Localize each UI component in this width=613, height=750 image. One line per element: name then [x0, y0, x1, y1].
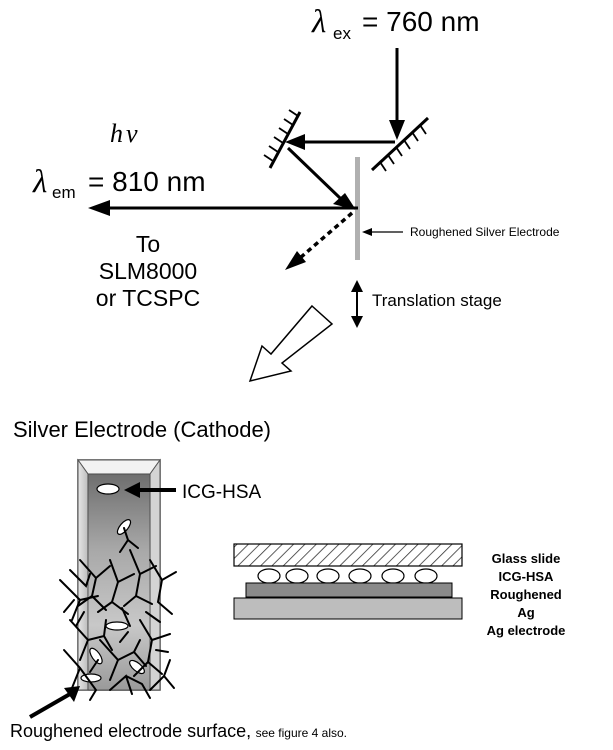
dashed-reflection [285, 211, 354, 270]
roughened-label-line2: Ag [517, 605, 534, 620]
lambda-em-symbol: λ [32, 164, 47, 200]
lambda-em-value: = 810 nm [88, 166, 206, 197]
lambda-ex-subscript: ex [333, 24, 351, 43]
surface-caption-note: see figure 4 also. [256, 726, 347, 740]
electrode-label: Roughened Silver Electrode [410, 225, 560, 239]
nu-symbol: ν [126, 119, 138, 148]
ag-electrode-layer [233, 597, 463, 620]
detector-line-1: To [136, 231, 160, 257]
ag-electrode-label: Ag electrode [487, 623, 566, 638]
reflected-beam [285, 134, 395, 150]
excitation-beam [389, 48, 405, 140]
translation-stage-arrow: Translation stage [351, 280, 502, 328]
icg-hsa-layer-label: ICG-HSA [499, 569, 555, 584]
surface-caption-main: Roughened electrode surface, [10, 721, 251, 741]
cathode-title: Silver Electrode (Cathode) [13, 417, 271, 442]
translation-stage-label: Translation stage [372, 291, 502, 310]
detector-line-3: or TCSPC [96, 285, 200, 311]
glass-slide-label: Glass slide [492, 551, 561, 566]
layer-stack [233, 543, 463, 620]
lambda-em-subscript: em [52, 183, 76, 202]
layer-labels: Glass slide ICG-HSA Roughened Ag Ag elec… [487, 551, 566, 638]
left-mirror [263, 109, 302, 169]
icg-hsa-callout: ICG-HSA [124, 482, 262, 503]
glass-slide-layer [233, 543, 463, 567]
zoom-hollow-arrow [248, 304, 334, 383]
lambda-ex-symbol: λ [311, 4, 326, 40]
surface-callout: Roughened electrode surface, see figure … [10, 686, 347, 741]
incident-beam [286, 146, 356, 210]
excitation-label: λ ex = 760 nm [311, 4, 480, 43]
icg-hsa-layer [257, 568, 438, 584]
roughened-label-line1: Roughened [490, 587, 562, 602]
surface-caption: Roughened electrode surface, see figure … [10, 721, 347, 741]
detector-line-2: SLM8000 [99, 258, 197, 284]
emission-beam [88, 200, 358, 216]
h-symbol: h [110, 119, 123, 148]
icg-hsa-label: ICG-HSA [182, 482, 262, 503]
right-mirror [370, 116, 430, 172]
emission-label: h ν λ em = 810 nm [32, 119, 206, 202]
roughened-dendrites [59, 527, 177, 701]
lambda-ex-value: = 760 nm [362, 6, 480, 37]
roughened-ag-layer [245, 582, 453, 598]
detector-label: To SLM8000 or TCSPC [96, 231, 200, 311]
electrode-callout: Roughened Silver Electrode [362, 225, 560, 239]
